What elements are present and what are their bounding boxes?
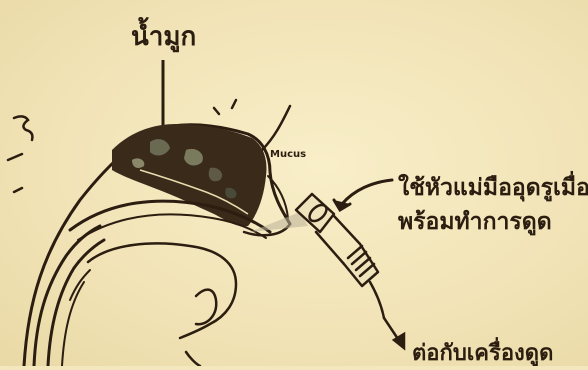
instruction-arrow (334, 180, 392, 210)
nasal-cavity (112, 124, 266, 226)
instruction-label-line2: พร้อมทำการดูด (398, 204, 552, 240)
machine-arrow (384, 318, 404, 348)
mouth-region (88, 243, 236, 366)
mucus-thai-label: น้ำมูก (131, 16, 196, 57)
mucus-english-label: Mucus (270, 149, 306, 160)
palate-and-airway (34, 201, 270, 366)
nasal-aspirator[interactable] (296, 194, 384, 318)
suction-stream (250, 212, 308, 232)
connect-machine-label: ต่อกับเครื่องดูด (412, 335, 553, 370)
instruction-label-line1: ใช้หัวแม่มืออุดรูเมื่อ (398, 170, 588, 206)
